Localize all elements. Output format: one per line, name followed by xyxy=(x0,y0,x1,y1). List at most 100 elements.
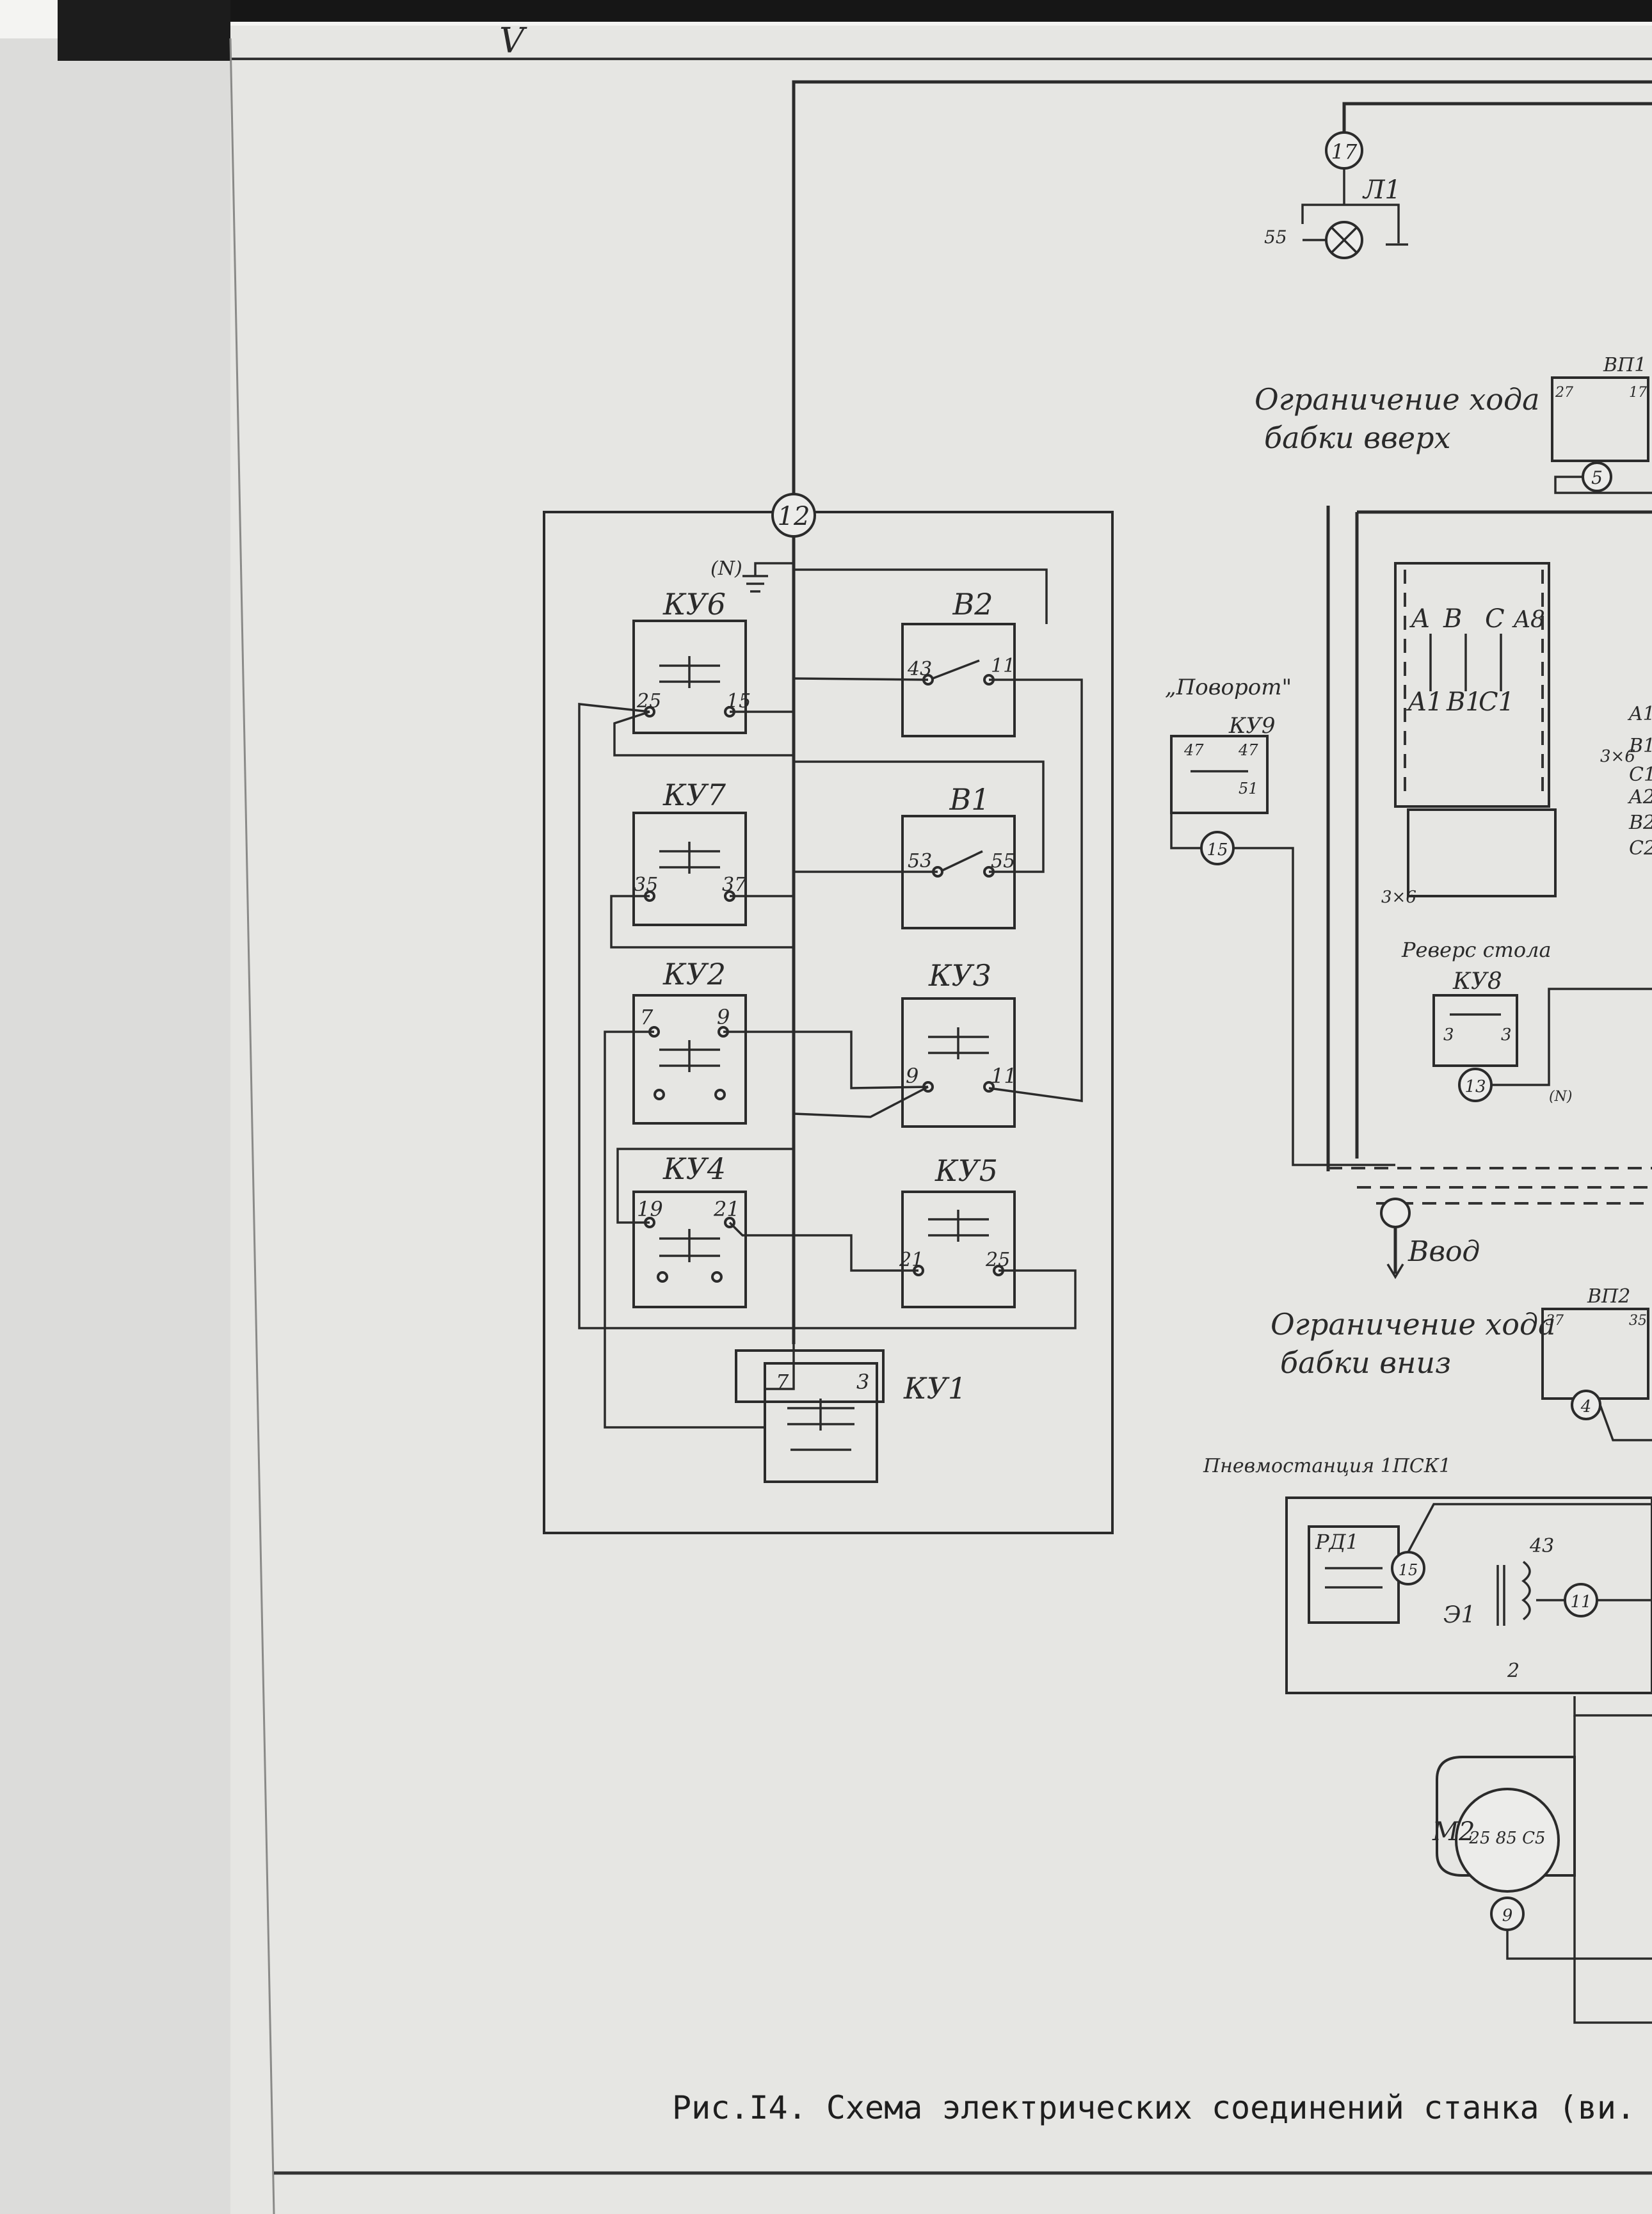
svg-text:3: 3 xyxy=(856,1370,869,1394)
svg-text:15: 15 xyxy=(1207,840,1228,860)
svg-text:КУ1: КУ1 xyxy=(903,1371,966,1406)
svg-text:12: 12 xyxy=(778,502,810,531)
svg-text:ВП2: ВП2 xyxy=(1587,1285,1630,1308)
binding-edge xyxy=(58,0,1652,22)
input-section: Ввод xyxy=(1328,1167,1652,1279)
ground-symbol: (N) xyxy=(710,558,794,593)
svg-text:A8: A8 xyxy=(1512,607,1545,633)
svg-text:9: 9 xyxy=(717,1005,730,1029)
svg-text:25: 25 xyxy=(985,1249,1010,1271)
svg-text:КУ9: КУ9 xyxy=(1228,713,1276,739)
button-ku7: КУ7 35 37 xyxy=(632,778,747,926)
svg-text:27: 27 xyxy=(1555,385,1573,401)
svg-text:Ввод: Ввод xyxy=(1407,1235,1480,1268)
svg-text:11: 11 xyxy=(991,1064,1017,1088)
reverse-table-ku8: Реверс стола КУ8 3 3 13 (N) xyxy=(1401,938,1652,1105)
svg-text:11: 11 xyxy=(991,655,1015,677)
lamp-l1: 17 Л1 55 xyxy=(1264,131,1408,259)
side-terminal-labels: A1 B1 C1 A2 B2 C2 xyxy=(1627,703,1652,860)
svg-text:19: 19 xyxy=(637,1197,663,1221)
svg-text:9: 9 xyxy=(1502,1906,1513,1925)
button-ku3: КУ3 9 11 xyxy=(901,958,1017,1128)
svg-text:43: 43 xyxy=(907,658,932,680)
pneumo-station: Пневмостанция 1ПСК1 РД1 15 43 Э1 2 11 xyxy=(1203,1455,1652,1694)
svg-text:3×6: 3×6 xyxy=(1381,888,1416,907)
svg-text:В1: В1 xyxy=(949,782,990,817)
left-margin-shadow xyxy=(0,38,269,2214)
svg-text:37: 37 xyxy=(722,874,747,896)
svg-text:бабки вверх: бабки вверх xyxy=(1264,421,1451,455)
svg-text:21: 21 xyxy=(713,1197,740,1221)
svg-text:7: 7 xyxy=(640,1005,654,1029)
svg-text:C1: C1 xyxy=(1629,764,1652,786)
svg-text:15: 15 xyxy=(726,690,751,712)
button-ku5: КУ5 21 25 xyxy=(899,1153,1016,1308)
svg-text:Пневмостанция 1ПСК1: Пневмостанция 1ПСК1 xyxy=(1203,1455,1451,1477)
svg-text:13: 13 xyxy=(1464,1077,1486,1096)
paper-sheet xyxy=(230,26,1652,2214)
svg-text:25: 25 xyxy=(636,690,661,712)
svg-text:A2: A2 xyxy=(1627,786,1652,808)
svg-text:55: 55 xyxy=(1264,227,1287,248)
contactor-block: A B C A8 A1 B1 C1 3×6 3×6 A1 B1 C1 A2 B2… xyxy=(1326,506,1652,1171)
svg-text:3: 3 xyxy=(1443,1025,1454,1045)
control-panel: 12 (N) КУ6 25 15 В2 43 xyxy=(543,493,1114,1534)
panel-wiring xyxy=(578,568,1083,1429)
svg-text:C1: C1 xyxy=(1479,687,1514,717)
svg-text:47: 47 xyxy=(1183,741,1204,759)
svg-text:C2: C2 xyxy=(1629,837,1652,860)
svg-text:КУ6: КУ6 xyxy=(662,587,726,622)
top-check-mark: V xyxy=(499,20,527,61)
svg-text:C: C xyxy=(1485,604,1505,634)
svg-text:КУ8: КУ8 xyxy=(1452,968,1502,995)
svg-text:7: 7 xyxy=(776,1370,789,1394)
left-border-line xyxy=(229,38,275,2214)
svg-text:„Поворот": „Поворот" xyxy=(1165,675,1292,700)
svg-text:М2: М2 xyxy=(1432,1817,1475,1847)
svg-text:(N): (N) xyxy=(1549,1089,1572,1105)
button-ku2: КУ2 7 9 xyxy=(632,957,747,1125)
turn-button-ku9: „Поворот" КУ9 47 47 51 15 xyxy=(1165,675,1395,1166)
svg-text:3×6: 3×6 xyxy=(1600,747,1635,766)
svg-text:КУ4: КУ4 xyxy=(662,1151,726,1186)
svg-text:35: 35 xyxy=(1629,1313,1647,1329)
svg-text:Э1: Э1 xyxy=(1443,1602,1475,1628)
svg-text:A1: A1 xyxy=(1406,687,1443,717)
svg-text:3: 3 xyxy=(1501,1025,1512,1045)
svg-text:Л1: Л1 xyxy=(1362,175,1401,205)
limit-down: Ограничение хода бабки вниз ВП2 37 35 4 xyxy=(1271,1285,1652,1441)
limit-up: Ограничение хода бабки вверх ВП1 27 17 5 xyxy=(1255,354,1652,494)
svg-text:43: 43 xyxy=(1529,1535,1554,1557)
button-ku6: КУ6 25 15 xyxy=(632,587,751,734)
svg-text:17: 17 xyxy=(1331,140,1358,164)
svg-text:25 85 C5: 25 85 C5 xyxy=(1468,1829,1545,1848)
svg-text:55: 55 xyxy=(991,850,1015,872)
svg-text:В2: В2 xyxy=(952,587,993,622)
svg-text:Ограничение хода: Ограничение хода xyxy=(1271,1307,1556,1342)
svg-text:17: 17 xyxy=(1629,385,1647,401)
svg-text:A1: A1 xyxy=(1627,703,1652,725)
svg-text:КУ2: КУ2 xyxy=(662,957,726,991)
svg-text:(N): (N) xyxy=(710,558,742,580)
svg-text:Реверс стола: Реверс стола xyxy=(1401,938,1552,962)
svg-text:11: 11 xyxy=(1570,1592,1591,1612)
svg-text:51: 51 xyxy=(1239,780,1258,798)
svg-text:35: 35 xyxy=(634,874,658,896)
svg-text:A: A xyxy=(1409,604,1430,634)
svg-text:53: 53 xyxy=(908,850,932,872)
svg-text:47: 47 xyxy=(1238,741,1258,759)
svg-text:КУ7: КУ7 xyxy=(662,778,726,812)
svg-text:B2: B2 xyxy=(1628,812,1652,834)
svg-text:15: 15 xyxy=(1399,1561,1418,1579)
binding-shadow xyxy=(58,0,230,61)
svg-text:9: 9 xyxy=(906,1064,918,1088)
svg-text:бабки вниз: бабки вниз xyxy=(1280,1345,1451,1380)
svg-text:КУ5: КУ5 xyxy=(934,1153,998,1188)
svg-text:КУ3: КУ3 xyxy=(928,958,991,993)
svg-text:5: 5 xyxy=(1591,467,1603,488)
svg-text:21: 21 xyxy=(899,1249,924,1271)
svg-text:Ограничение хода: Ограничение хода xyxy=(1255,382,1540,417)
svg-text:ВП1: ВП1 xyxy=(1603,354,1646,376)
figure-caption: Рис.I4. Схема электрических соединений с… xyxy=(672,2089,1635,2126)
